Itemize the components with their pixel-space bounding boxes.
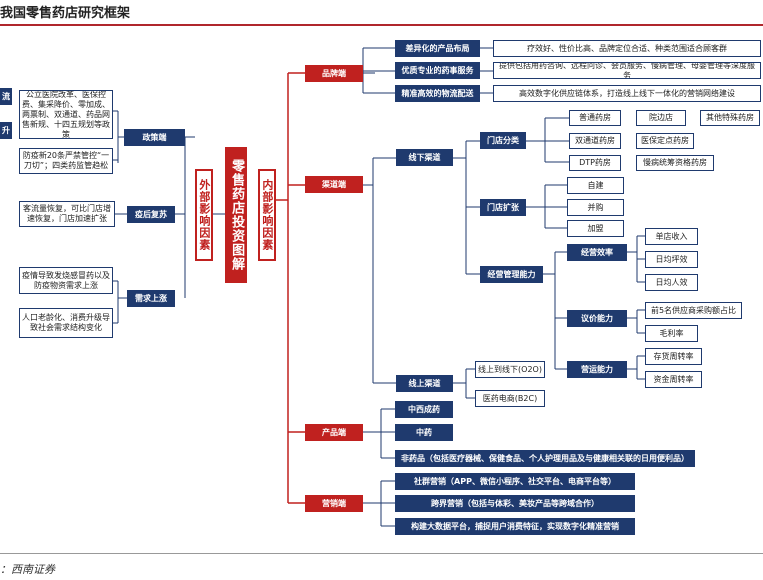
node-policy: 政策端 — [124, 129, 185, 146]
brand-differentiated-products: 差异化的产品布局 — [395, 40, 480, 57]
brand-logistics: 精准高效的物流配送 — [395, 85, 480, 102]
text-aging-consumption: 人口老龄化、消费升级导致社会需求结构变化 — [19, 308, 113, 338]
node-post-epidemic-recovery: 疫后复苏 — [127, 206, 175, 223]
online-o2o: 线上到线下(O2O) — [475, 361, 545, 378]
node-demand-rise: 需求上涨 — [127, 290, 175, 307]
node-marketing: 营销端 — [305, 495, 363, 512]
page-title: 我国零售药店研究框架 — [0, 6, 131, 21]
node-brand: 品牌端 — [305, 65, 363, 82]
online-b2c: 医药电商(B2C) — [475, 390, 545, 407]
node-online-channel: 线上渠道 — [396, 375, 453, 392]
store-hospital-side: 院边店 — [636, 110, 686, 126]
expansion-acquisition: 并购 — [567, 199, 624, 216]
node-bargaining-power: 议价能力 — [567, 310, 627, 327]
text-epidemic-control: 防疫新20条严禁管控“一刀切”；四类药监管趋松 — [19, 148, 113, 174]
metric-capital-turnover: 资金周转率 — [645, 371, 702, 388]
node-channel: 渠道端 — [305, 176, 363, 193]
brand-pharmacy-services: 优质专业的药事服务 — [395, 62, 480, 79]
center-investment-diagram: 零售药店投资图解 — [225, 147, 247, 283]
metric-store-revenue: 单店收入 — [645, 228, 698, 245]
text-traffic-recovery: 客流量恢复，可比门店增速恢复，门店加速扩张 — [19, 201, 115, 227]
metric-staff-efficiency: 日均人效 — [645, 274, 698, 291]
node-store-types: 门店分类 — [480, 132, 526, 149]
store-dtp: DTP药房 — [569, 155, 621, 171]
metric-top5-supplier-share: 前5名供应商采购额占比 — [645, 302, 742, 319]
node-store-expansion: 门店扩张 — [480, 199, 526, 216]
product-non-drug: 非药品（包括医疗器械、保健食品、个人护理用品及与健康相关联的日用便利品） — [395, 450, 695, 467]
store-special: 其他特殊药房 — [700, 110, 760, 126]
clipped-node-1: 流 — [0, 88, 12, 105]
marketing-big-data: 构建大数据平台，捕捉用户消费特征，实现数字化精准营销 — [395, 518, 635, 535]
clipped-node-2: 升 — [0, 122, 12, 139]
footer-divider — [0, 553, 763, 554]
expansion-franchise: 加盟 — [567, 220, 624, 237]
node-operation-management: 经营管理能力 — [480, 266, 543, 283]
text-policy-reform: 公立医院改革、医保控费、集采降价、零加成、两票制、双通道、药品网售新规、十四五规… — [19, 90, 113, 139]
brand-products-detail: 疗效好、性价比高、品牌定位合适、种类范围适合顾客群 — [493, 40, 761, 57]
product-western-medicine: 中西成药 — [395, 401, 453, 418]
metric-inventory-turnover: 存货周转率 — [645, 348, 702, 365]
marketing-community: 社群营销（APP、微信小程序、社交平台、电商平台等） — [395, 473, 635, 490]
brand-services-detail: 提供包括用药咨询、远程问诊、会员服务、慢病管理、母婴管理等深度服务 — [493, 62, 761, 79]
external-factors-label: 外部影响因素 — [195, 169, 213, 261]
metric-gross-margin: 毛利率 — [645, 325, 698, 342]
text-fever-drug-demand: 疫情导致发烧感冒药以及防疫物资需求上涨 — [19, 267, 113, 294]
metric-floor-efficiency: 日均坪效 — [645, 251, 698, 268]
source-note: ：西南证券 — [0, 563, 55, 576]
store-regular: 普通药房 — [569, 110, 621, 126]
node-product: 产品端 — [305, 424, 363, 441]
brand-logistics-detail: 高效数字化供应链体系，打造线上线下一体化的营销网络建设 — [493, 85, 761, 102]
node-operating-efficiency: 经营效率 — [567, 244, 627, 261]
node-operating-capability: 营运能力 — [567, 361, 627, 378]
header-divider — [0, 24, 763, 26]
store-medical-insurance: 医保定点药房 — [636, 133, 694, 149]
product-tcm: 中药 — [395, 424, 453, 441]
node-offline-channel: 线下渠道 — [396, 149, 453, 166]
internal-factors-label: 内部影响因素 — [258, 169, 276, 261]
store-chronic-disease: 慢病统筹资格药房 — [636, 155, 714, 171]
expansion-self-built: 自建 — [567, 177, 624, 194]
store-dual-channel: 双通道药房 — [569, 133, 621, 149]
marketing-crossover: 跨界营销（包括与体彩、美妆产品等跨域合作） — [395, 495, 635, 512]
